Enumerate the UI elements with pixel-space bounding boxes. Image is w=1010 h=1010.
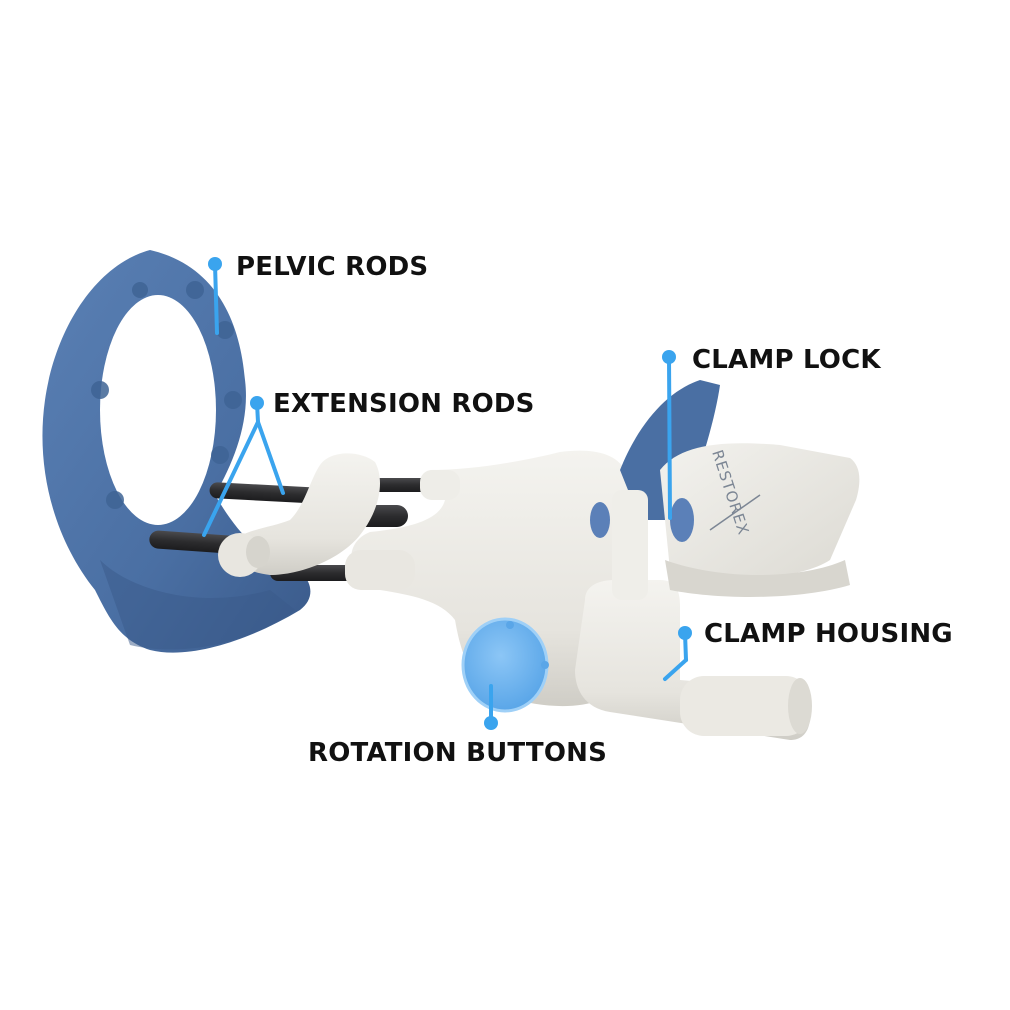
rotation-button-art bbox=[461, 617, 549, 713]
clamp-housing-leader bbox=[663, 626, 692, 681]
callout-label-extension-rods: EXTENSION RODS bbox=[273, 389, 535, 419]
clamp-assembly: RESTOREX bbox=[590, 380, 860, 600]
callout-leaders bbox=[202, 257, 692, 730]
callout-label-clamp-lock: CLAMP LOCK bbox=[692, 345, 881, 375]
callout-label-rotation-buttons: ROTATION BUTTONS bbox=[308, 738, 608, 768]
clamp-lock-leader bbox=[662, 350, 676, 520]
rotation-buttons-leader bbox=[484, 684, 498, 730]
callout-label-clamp-housing: CLAMP HOUSING bbox=[704, 619, 953, 649]
extension-rods-leader bbox=[202, 396, 285, 537]
main-body bbox=[345, 450, 642, 707]
connector-bridge bbox=[218, 453, 380, 577]
pelvic-rods-leader bbox=[208, 257, 222, 335]
clamp-housing-art bbox=[575, 580, 812, 740]
callout-label-pelvic-rods: PELVIC RODS bbox=[236, 252, 429, 282]
